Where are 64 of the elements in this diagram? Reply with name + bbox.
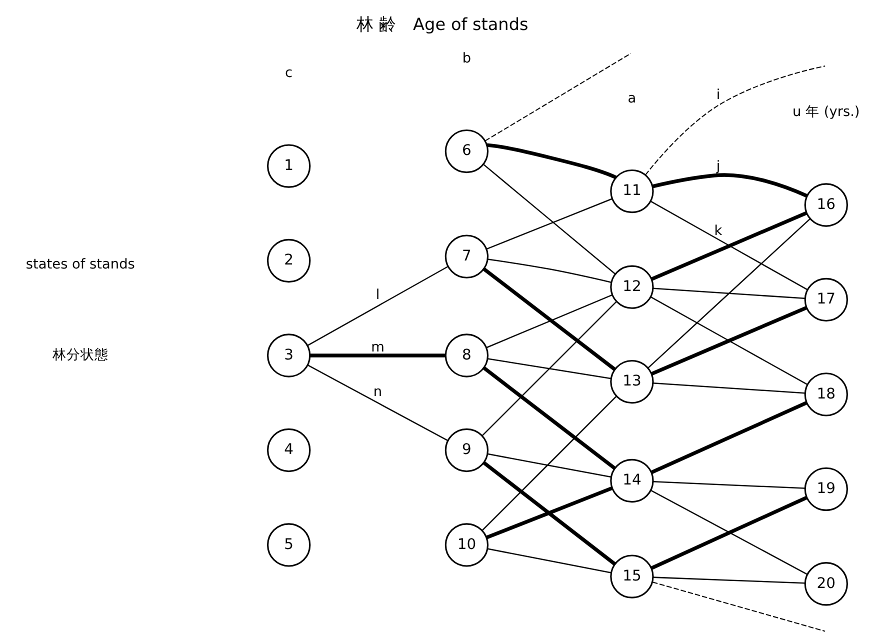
connector [647,218,810,368]
connector [485,486,612,540]
node-circle: 1 [266,144,310,188]
connector [652,576,804,584]
connector [652,582,825,632]
node-circle: 7 [444,234,488,278]
node-circle: 4 [266,428,310,472]
connector [486,143,616,180]
node-circle: 12 [610,265,654,309]
node-circle: 3 [266,334,310,378]
label: states of stands [25,256,134,273]
node-circle: 11 [610,169,654,214]
connector [482,268,616,371]
connector [644,66,825,176]
connector [487,358,610,380]
connector [486,548,611,574]
edge-label: n [372,384,382,400]
edge-label: l [375,287,380,304]
label: 林分状態 [52,347,108,364]
connector [650,200,808,290]
edge-label: m [370,340,384,356]
connector [310,354,445,358]
node-circle: 5 [266,523,310,567]
connector [481,396,616,531]
node-circle: 20 [804,562,848,606]
node-circle: 17 [804,278,848,322]
diagram-title: 林 齢 Age of stands [356,14,528,34]
connector [486,453,611,478]
connector [486,198,612,250]
connector [484,53,631,142]
node-circle: 2 [266,238,310,283]
connector [652,481,804,489]
connector [306,364,448,442]
node-circle: 13 [610,360,654,404]
edge-label: j [716,158,720,175]
edge-label: k [714,222,722,239]
node-circle: 16 [804,183,848,227]
connector [482,461,616,566]
node-circle: 14 [610,458,654,503]
connector [482,164,615,274]
label: u 年 (yrs.) [792,104,860,120]
label: a [627,90,636,106]
node-circle: 18 [804,372,848,416]
connector [486,294,612,348]
connector [652,173,808,198]
node-circle: 19 [804,467,848,512]
node-circle: 9 [444,428,488,472]
connector [650,211,807,281]
connector [482,366,616,470]
connector [650,306,807,376]
node-circle: 10 [444,523,488,567]
connector [652,382,804,394]
connector [306,266,448,346]
connector [487,258,611,283]
node-circle: 15 [610,554,654,598]
connector [481,301,616,436]
node-circle: 8 [444,334,488,378]
edge-label: i [716,87,720,104]
label: b [462,50,471,66]
label: c [284,64,292,81]
connector [652,288,804,300]
connector [650,401,807,474]
node-circle: 6 [444,129,488,174]
connector [650,296,808,386]
